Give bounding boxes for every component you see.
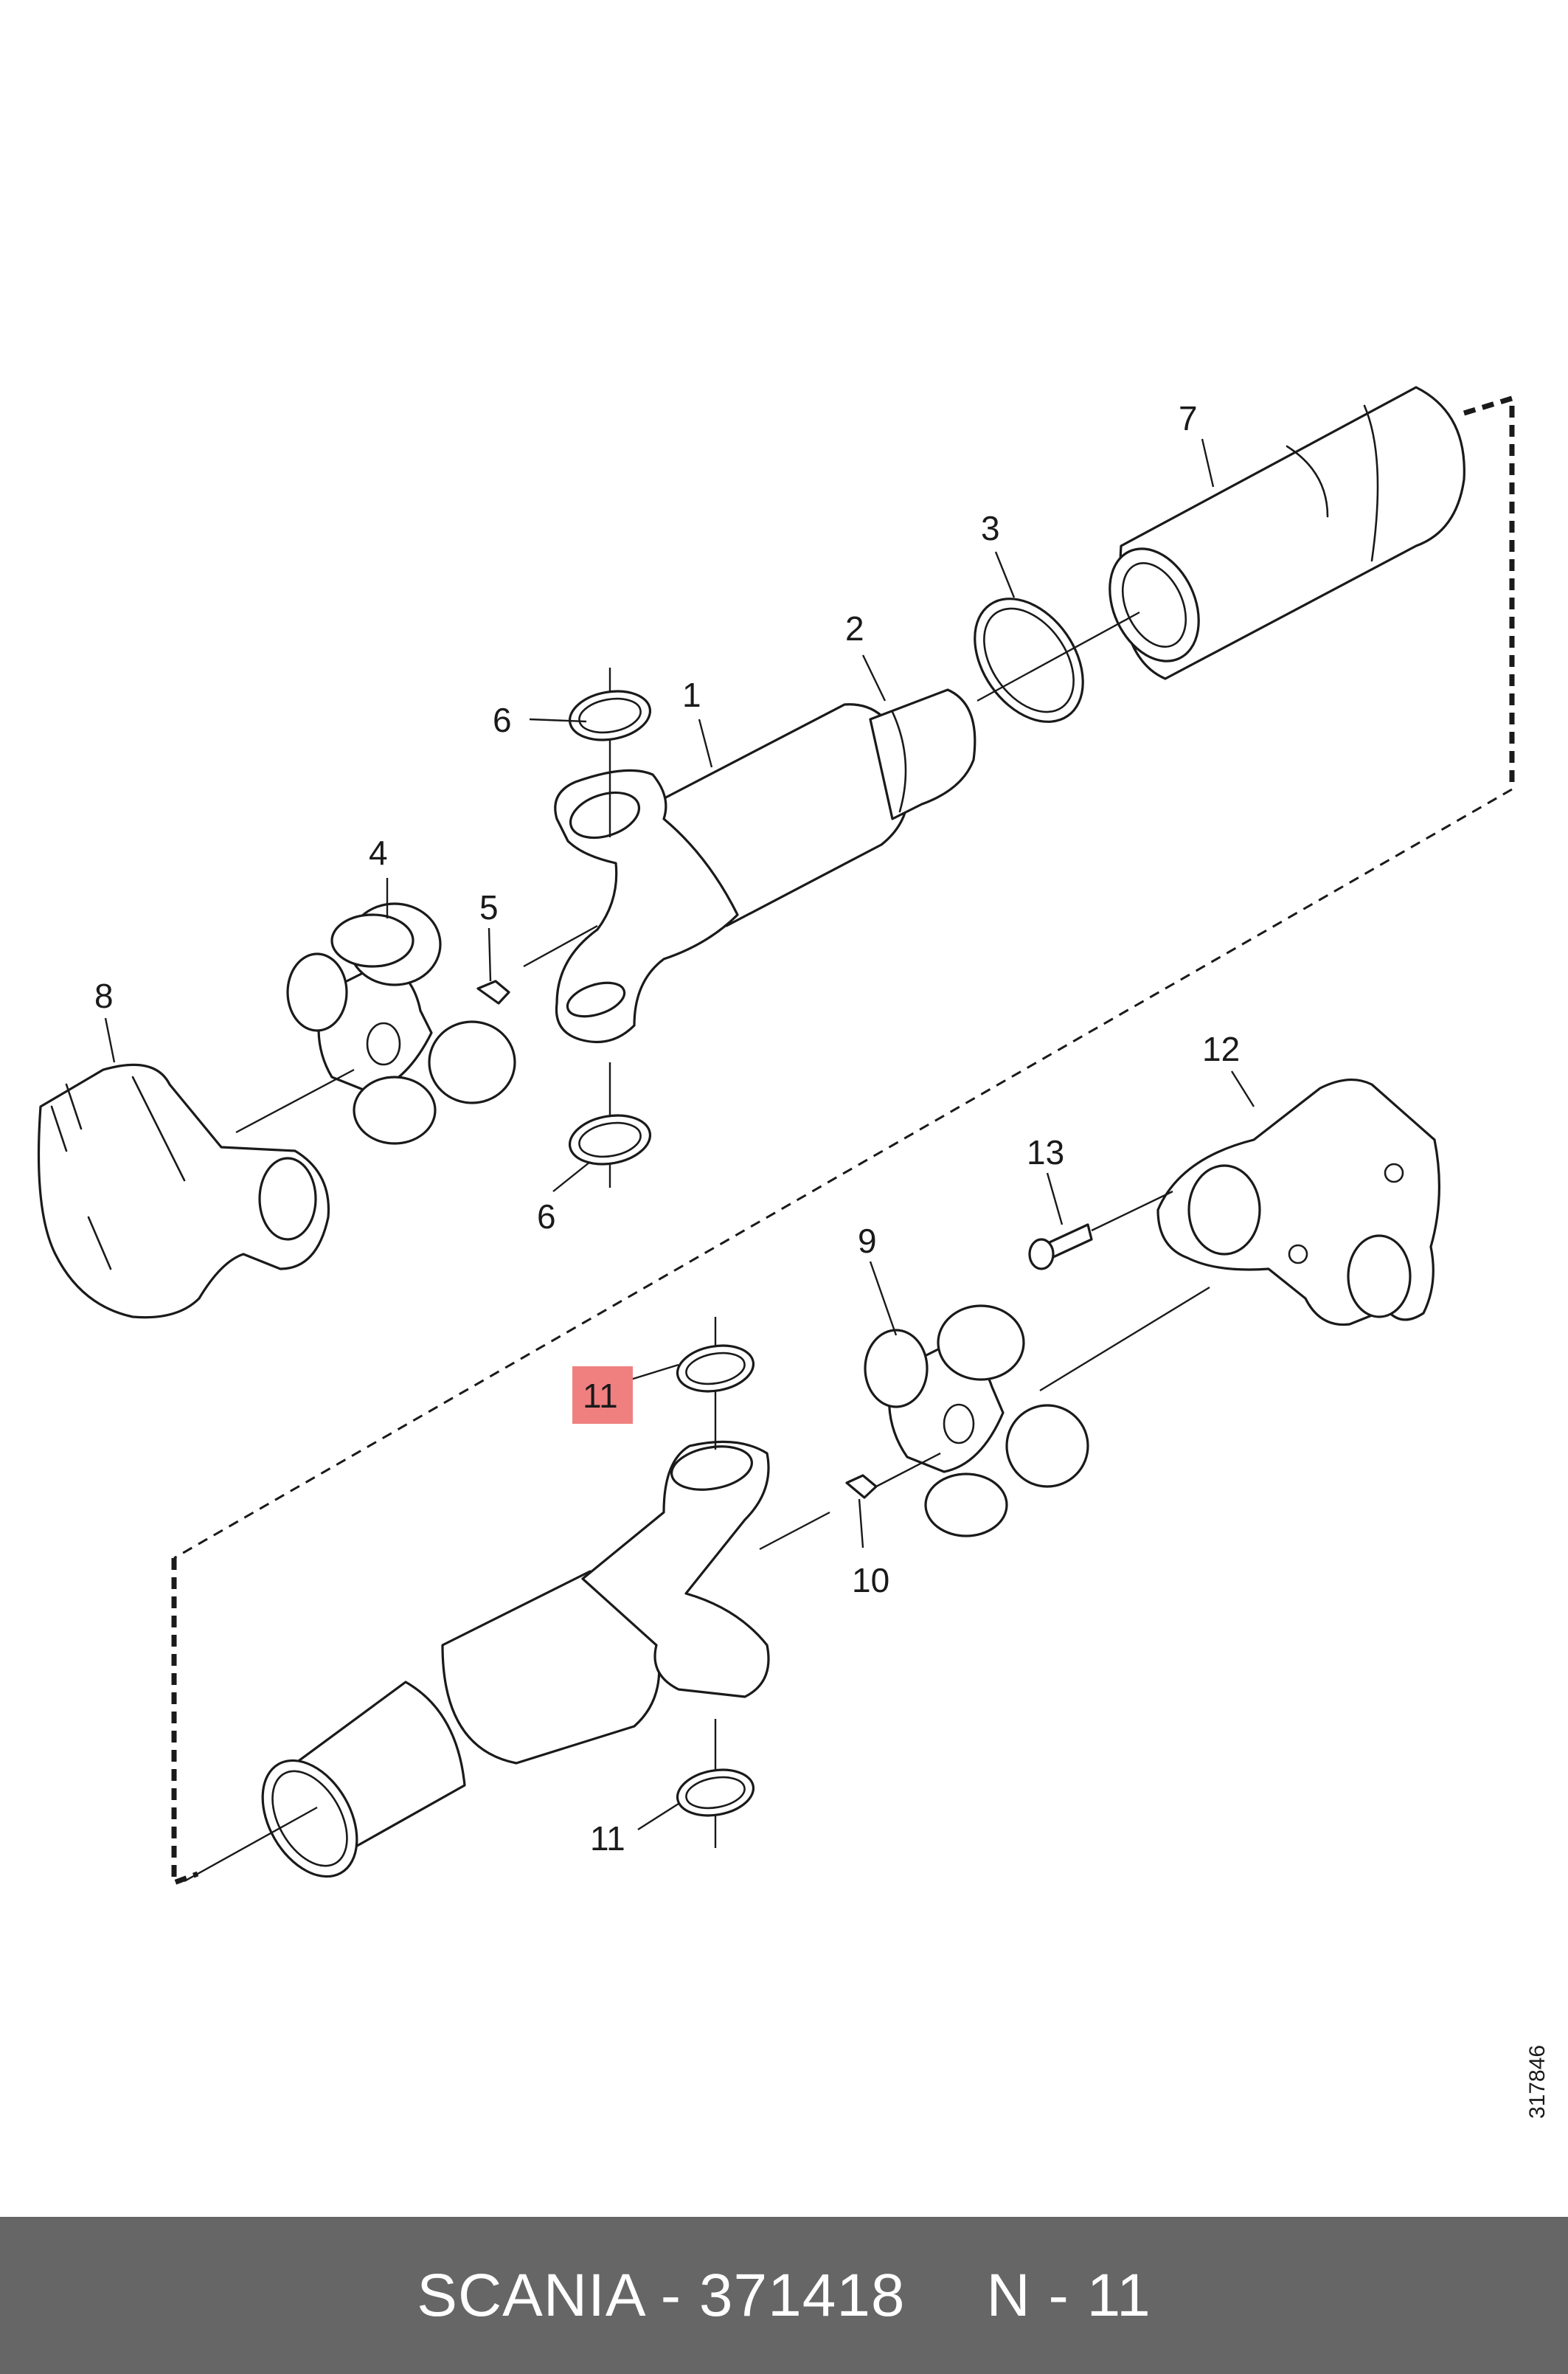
callout-7: 7 [1179, 399, 1198, 437]
part-12-flange-yoke [1156, 1078, 1440, 1326]
callout-8: 8 [94, 977, 114, 1015]
callout-6-upper: 6 [493, 701, 512, 739]
part-10-grease-nipple [845, 1452, 941, 1499]
callout-3: 3 [981, 509, 1000, 547]
callout-12: 12 [1202, 1030, 1240, 1068]
callout-11-lower: 11 [590, 1819, 625, 1858]
footer-bar: SCANIA - 371418 N - 11 [0, 2217, 1568, 2374]
callout-5: 5 [479, 888, 499, 927]
callout-2: 2 [845, 609, 864, 648]
part-3-seal-ring [974, 598, 1084, 723]
part-8-companion-flange [37, 1063, 330, 1319]
callout-4: 4 [369, 834, 388, 872]
callout-6-lower: 6 [537, 1197, 556, 1236]
part-weld-yoke-lower [261, 1440, 770, 1878]
drawing-number: 317846 [1525, 2044, 1550, 2119]
callout-1: 1 [682, 676, 701, 714]
part-6-snap-ring-upper [568, 668, 652, 1188]
part-1-slip-yoke [554, 688, 976, 1044]
callouts: 7 3 2 1 6 4 5 8 6 12 13 9 10 11 11 [94, 399, 1240, 1858]
part-13-bolt [1028, 1190, 1173, 1270]
part-5-grease-nipple [476, 980, 510, 1005]
callout-11-highlight [572, 1366, 633, 1424]
assembly-outline [171, 395, 1515, 1887]
callout-leaders [104, 438, 1255, 1831]
part-7-slip-tube [1109, 386, 1465, 680]
callout-11-highlighted: 11 [583, 1377, 618, 1415]
footer-position-text: N - 11 [986, 2261, 1151, 2329]
assembly-axis-lines [184, 611, 1210, 1883]
exploded-parts-diagram: 7 3 2 1 6 4 5 8 6 12 13 9 10 11 11 [37, 386, 1515, 1887]
callout-9: 9 [858, 1222, 877, 1260]
callout-13: 13 [1027, 1133, 1064, 1172]
part-9-universal-joint [864, 1304, 1089, 1537]
footer-part-text: SCANIA - 371418 [417, 2261, 906, 2329]
callout-10: 10 [852, 1561, 889, 1599]
part-11-snap-ring [676, 1317, 755, 1848]
part-4-universal-joint [286, 902, 516, 1145]
